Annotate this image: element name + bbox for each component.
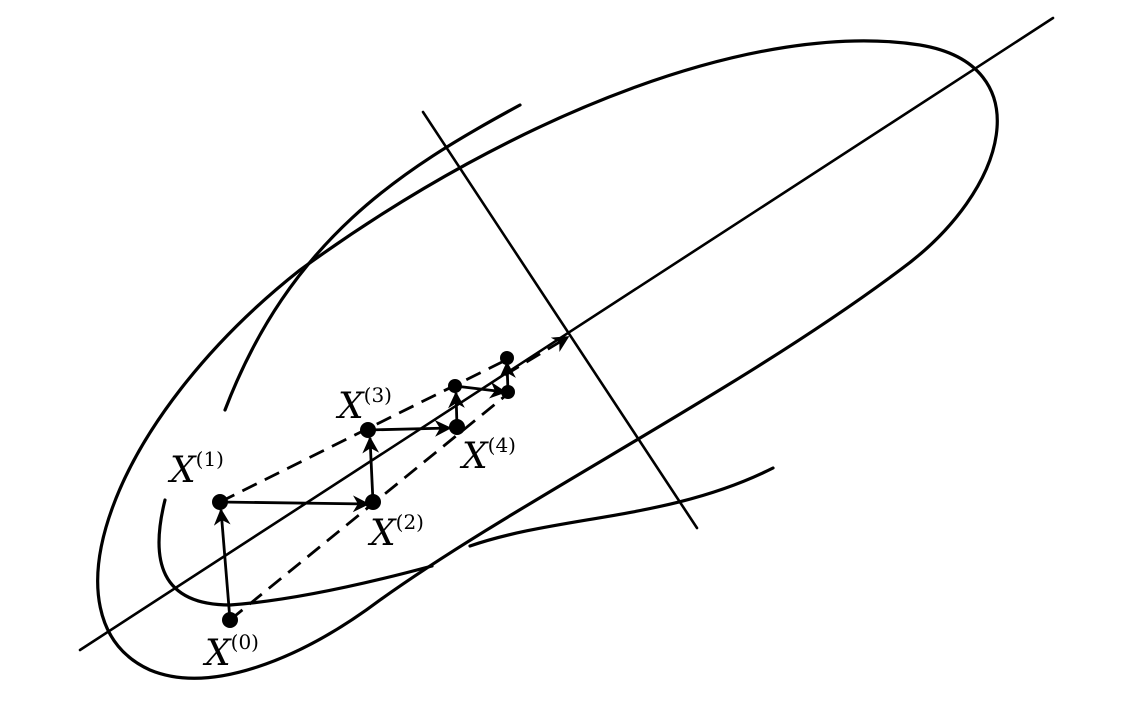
step-arrow-5-6 bbox=[454, 381, 507, 399]
point-x1 bbox=[212, 494, 228, 510]
dashed-guide-tip bbox=[504, 335, 570, 377]
inner-contour-right bbox=[468, 466, 775, 548]
label-x1: X(1) bbox=[167, 447, 224, 491]
step-arrow-3-4 bbox=[367, 419, 452, 437]
label-x4: X(4) bbox=[459, 433, 516, 477]
step-arrow-0-1 bbox=[213, 508, 232, 621]
point-x3 bbox=[360, 422, 376, 438]
label-x2: X(2) bbox=[367, 510, 424, 554]
inner-contour-upper bbox=[223, 103, 522, 412]
outer-contour bbox=[96, 39, 999, 680]
label-x0: X(0) bbox=[202, 630, 259, 674]
major-axis-line bbox=[78, 16, 1055, 652]
step-arrow-1-2 bbox=[219, 495, 370, 513]
point-x6 bbox=[501, 385, 515, 399]
point-x5 bbox=[448, 379, 462, 393]
minor-axis-line bbox=[421, 110, 699, 530]
point-x0 bbox=[222, 612, 238, 628]
point-x7 bbox=[500, 351, 514, 365]
step-arrow-2-3 bbox=[362, 436, 380, 503]
point-x4 bbox=[449, 419, 465, 435]
label-x3: X(3) bbox=[335, 383, 392, 427]
point-x2 bbox=[365, 494, 381, 510]
